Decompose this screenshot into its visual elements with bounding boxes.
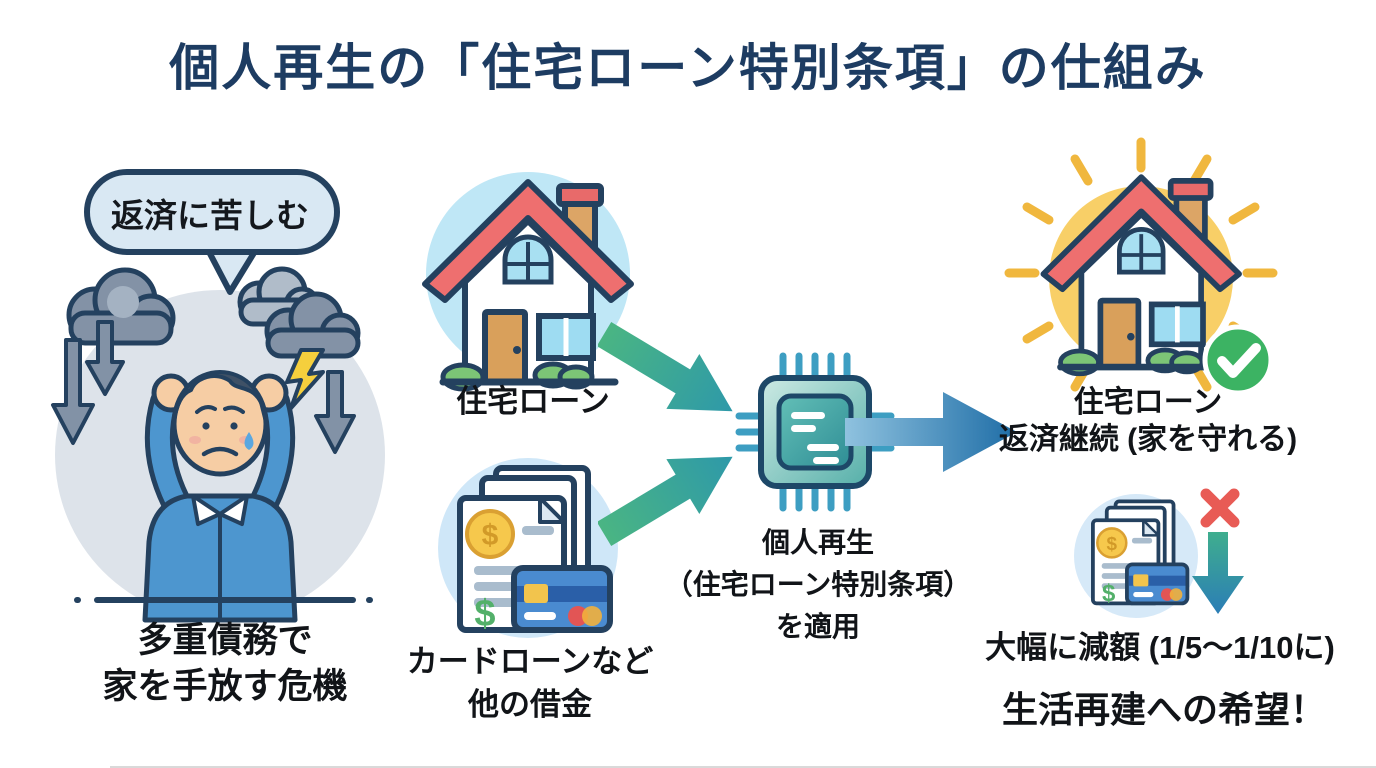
housing-loan-house xyxy=(408,172,652,408)
saved-house-scene xyxy=(1004,137,1278,396)
check-icon xyxy=(1202,324,1274,396)
problem-caption: 多重債務で 家を手放す危機 xyxy=(102,621,348,706)
stressed-person-icon xyxy=(142,370,298,623)
debt-documents-icon xyxy=(1091,499,1190,609)
merge-arrow-icon xyxy=(598,456,733,547)
down-arrow-icon xyxy=(51,320,356,454)
page-title: 個人再生の「住宅ローン特別条項」の仕組み xyxy=(169,40,1207,96)
hope-caption: 生活再建への希望！ xyxy=(1001,689,1326,730)
reduction-caption: 大幅に減額 (1/5〜1/10に) xyxy=(985,630,1335,665)
lightning-icon xyxy=(285,348,325,410)
cpu-chip-icon xyxy=(735,352,895,512)
reduction-arrow-icon xyxy=(1192,532,1244,614)
speech-bubble-text: 返済に苦しむ xyxy=(111,197,309,234)
saved-house-caption: 住宅ローン 返済継続 (家を守れる) xyxy=(998,386,1298,456)
tear-icon xyxy=(244,432,254,450)
reduced-debts-scene xyxy=(1074,488,1244,618)
merge-arrow-icon xyxy=(598,321,733,412)
housing-loan-label: 住宅ローン xyxy=(456,384,610,419)
process-caption: 個人再生 （住宅ローン特別条項） を適用 xyxy=(664,527,972,642)
cross-icon xyxy=(1200,488,1240,528)
other-debts-caption: カードローンなど 他の借金 xyxy=(406,644,654,722)
stressed-person-scene xyxy=(51,169,385,623)
speech-bubble-icon xyxy=(84,169,340,295)
bottom-divider xyxy=(110,766,1376,768)
storm-cloud-icon xyxy=(66,267,176,346)
debt-documents-icon xyxy=(460,468,610,635)
merge-arrows xyxy=(598,321,733,547)
other-debts-documents xyxy=(438,458,618,638)
storm-cloud-icon xyxy=(237,266,361,359)
output-arrow-icon xyxy=(845,392,1017,472)
